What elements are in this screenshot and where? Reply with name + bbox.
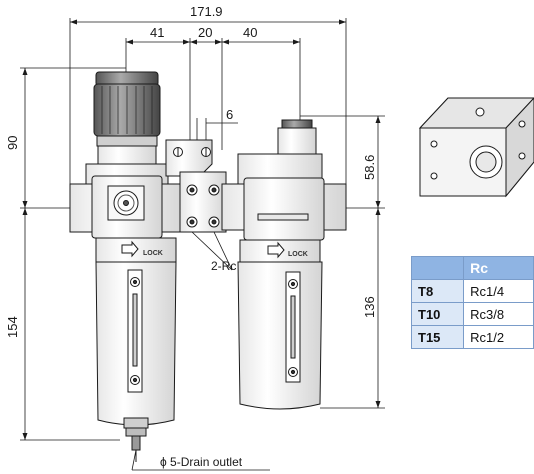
table-row: T15 Rc1/2 bbox=[410, 325, 534, 349]
dimension-lines bbox=[20, 18, 385, 441]
lock-label-right: LOCK bbox=[288, 251, 308, 258]
table-header-rc: Rc bbox=[463, 256, 534, 280]
table-row: T8 Rc1/4 bbox=[410, 279, 534, 303]
drain-label: ϕ 5-Drain outlet bbox=[160, 455, 243, 469]
dim-upper-height-left: 90 bbox=[5, 136, 20, 150]
lock-label-left: LOCK bbox=[143, 250, 163, 257]
filter-regulator-unit bbox=[69, 71, 187, 462]
table-header-corner bbox=[410, 256, 465, 280]
table-cell-model: T10 bbox=[410, 302, 465, 326]
port-label: 2-Rc bbox=[211, 259, 236, 273]
dim-left-offset: 41 bbox=[150, 25, 164, 40]
lubricator-unit bbox=[221, 119, 347, 410]
connector-bracket bbox=[165, 139, 227, 233]
spec-table: Rc T8 Rc1/4 T10 Rc3/8 T15 Rc1/2 bbox=[410, 256, 534, 349]
table-cell-rc: Rc3/8 bbox=[463, 302, 534, 326]
leader-lines bbox=[131, 231, 270, 471]
bracket-isometric-view bbox=[418, 97, 534, 198]
table-cell-rc: Rc1/2 bbox=[463, 325, 534, 349]
table-row: T10 Rc3/8 bbox=[410, 302, 534, 326]
table-cell-rc: Rc1/4 bbox=[463, 279, 534, 303]
dim-upper-height-right: 58.6 bbox=[362, 155, 377, 180]
table-cell-model: T8 bbox=[410, 279, 465, 303]
dimension-arrows bbox=[22, 19, 381, 440]
dim-center-spacing: 20 bbox=[198, 25, 212, 40]
table-header-row: Rc bbox=[410, 256, 534, 280]
dim-overall-width: 171.9 bbox=[190, 4, 223, 19]
table-cell-model: T15 bbox=[410, 325, 465, 349]
dim-lower-height-right: 136 bbox=[362, 296, 377, 318]
dim-lower-height-left: 154 bbox=[5, 316, 20, 338]
dim-right-offset: 40 bbox=[243, 25, 257, 40]
dim-port-offset: 6 bbox=[226, 107, 233, 122]
